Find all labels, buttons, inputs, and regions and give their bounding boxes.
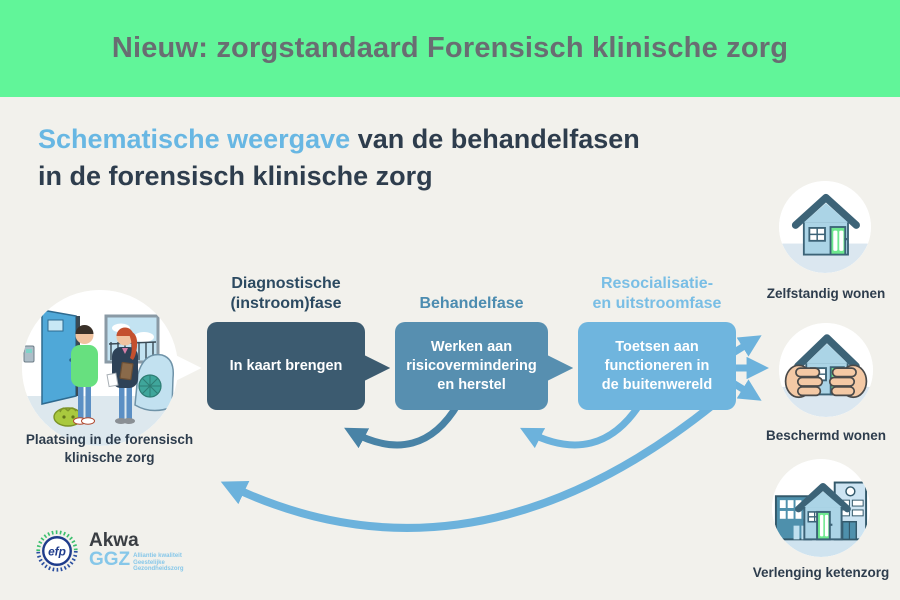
left-hand (784, 364, 824, 399)
page-title-rest: van de behandelfasen (350, 124, 640, 154)
keypad-icon (23, 345, 35, 363)
house-hands-icon (779, 323, 873, 417)
phase-box-toetsen-aan: Toetsen aan functioneren in de buitenwer… (578, 322, 736, 410)
outcome-circle-zelfstandig (779, 181, 871, 273)
clinician-figure (106, 327, 138, 424)
entry-label: Plaatsing in de forensisch klinische zor… (25, 432, 194, 465)
efp-logo-text: efp (48, 545, 66, 559)
chair-icon (134, 353, 175, 412)
akwa-ggz-logo: Akwa GGZ Alliantie kwaliteit Geestelijke… (89, 530, 184, 573)
phase-label-diagnostische: Diagnostische (instroom)fase (230, 275, 342, 312)
phase-label-behandelfase: Behandelfase (419, 295, 524, 312)
page-title-line2: in de forensisch klinische zorg (38, 161, 433, 191)
page-title-line1: Schematische weergave van de behandelfas… (38, 121, 640, 158)
page-title: Schematische weergave van de behandelfas… (38, 121, 640, 195)
feedback-arc-phase3-phase1 (220, 400, 717, 532)
outcome-circle-beschermd (779, 323, 873, 417)
ggz-tagline: Alliantie kwaliteit Geestelijke Gezondhe… (133, 553, 184, 572)
akwa-wordmark: Akwa (89, 530, 139, 551)
entry-illustration (22, 290, 178, 446)
efp-logo: efp (36, 530, 78, 572)
outflow-arrow-down (731, 379, 762, 401)
outcome-circle-ketenzorg (772, 459, 870, 557)
house-icon (779, 181, 871, 273)
buildings-icon (772, 459, 870, 557)
phase-box-in-kaart-brengen: In kaart brengen (207, 322, 365, 410)
feedback-arc-phase2-phase1 (344, 402, 462, 449)
feedback-arc-phase3-phase2 (520, 402, 643, 449)
banner-title: Nieuw: zorgstandaard Forensisch klinisch… (111, 32, 789, 64)
outcome-label-zelfstandig: Zelfstandig wonen (766, 286, 886, 301)
ggz-wordmark: GGZ (89, 549, 131, 570)
phase-box-werken-aan: Werken aan risicovermindering en herstel (395, 322, 548, 410)
intake-scene-illustration (22, 290, 178, 446)
outcome-label-beschermd: Beschermd wonen (765, 428, 887, 443)
page-title-highlight: Schematische weergave (38, 124, 351, 154)
outflow-arrow-up (731, 335, 762, 357)
outcome-label-ketenzorg: Verlenging ketenzorg (752, 565, 890, 580)
banner: Nieuw: zorgstandaard Forensisch klinisch… (0, 0, 900, 97)
right-hand (828, 364, 868, 399)
patient-figure (71, 325, 98, 425)
phase-label-resocialisatie: Resocialisatie- en uitstroomfase (592, 275, 722, 312)
